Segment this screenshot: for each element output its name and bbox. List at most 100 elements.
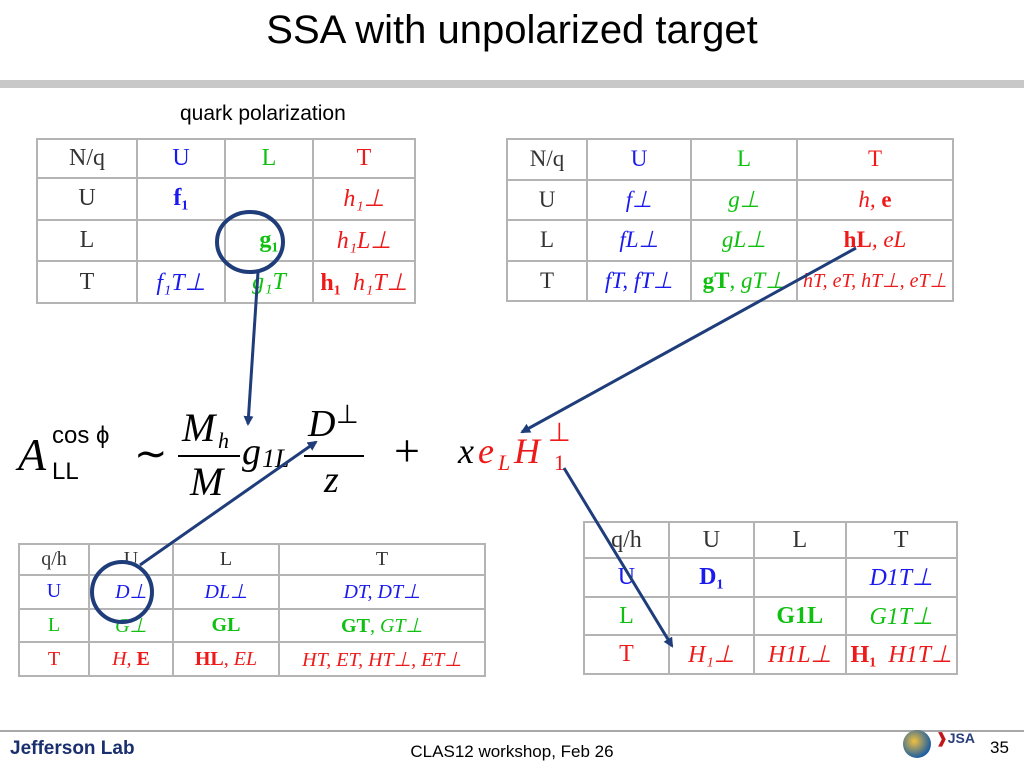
GT-bold: GT bbox=[341, 615, 370, 638]
table-pdf-twist2: N/q U L T U f₁ h₁⊥ L g₁ h₁L⊥ T f₁T⊥ g₁T … bbox=[36, 138, 416, 304]
formula-H: H bbox=[514, 431, 540, 471]
formula-LL: LL bbox=[52, 458, 79, 485]
row-label: L bbox=[36, 218, 138, 263]
header-cell: U bbox=[586, 138, 692, 181]
table-ff-twist3: q/h U L T U D⊥ DL⊥ DT, DT⊥ L G⊥ GL GT, G… bbox=[18, 542, 486, 677]
header-cell: T bbox=[844, 520, 959, 560]
table-cell: h₁⊥ bbox=[312, 176, 416, 221]
header-cell: L bbox=[690, 138, 798, 181]
table-pdf-twist3: N/q U L T U f⊥ g⊥ h, e L fL⊥ gL⊥ hL, eL … bbox=[506, 138, 954, 302]
table-cell: g⊥ bbox=[690, 178, 798, 221]
row-label: T bbox=[36, 260, 138, 304]
formula-x: x bbox=[458, 431, 474, 471]
table-row: T H₁⊥ H1L⊥ H₁ H1T⊥ bbox=[583, 634, 959, 675]
table-row: T H, E HL, EL HT, ET, HT⊥, ET⊥ bbox=[18, 641, 486, 677]
formula-g: g bbox=[242, 431, 261, 473]
jsa-logo: ❱JSA bbox=[936, 730, 975, 746]
header-cell: L bbox=[172, 542, 280, 577]
table-cell: D⊥ bbox=[88, 574, 174, 610]
row-label: L bbox=[506, 219, 588, 262]
header-cell: T bbox=[278, 542, 486, 577]
table-header-row: N/q U L T bbox=[506, 138, 954, 181]
table-cell: GL bbox=[172, 607, 280, 644]
table-cell: H1L⊥ bbox=[753, 634, 847, 675]
table-cell: G1L bbox=[753, 595, 847, 637]
header-cell: U bbox=[88, 542, 174, 577]
table-cell bbox=[224, 176, 314, 221]
table-cell bbox=[753, 557, 847, 598]
e-bold: e bbox=[881, 186, 892, 212]
H1T-perp: H1T⊥ bbox=[888, 642, 952, 669]
table-cell: f₁ bbox=[136, 176, 226, 221]
table-cell bbox=[667, 595, 756, 637]
table-cell: fT, fT⊥ bbox=[586, 259, 692, 302]
table-cell: g₁ bbox=[224, 218, 314, 263]
table-cell: gL⊥ bbox=[690, 219, 798, 262]
hL-bold: hL bbox=[843, 227, 872, 253]
table-cell: D₁ bbox=[667, 557, 756, 598]
table-cell: DL⊥ bbox=[172, 574, 280, 610]
table-cell: gT, gT⊥ bbox=[690, 259, 798, 302]
table-row: U D₁ D1T⊥ bbox=[583, 557, 959, 598]
H-italic: H, bbox=[112, 647, 137, 670]
formula-H-sub: 1 bbox=[554, 450, 565, 475]
header-cell: T bbox=[796, 138, 954, 181]
table-row: U f₁ h₁⊥ bbox=[36, 176, 416, 221]
table-row: L G⊥ GL GT, GT⊥ bbox=[18, 607, 486, 644]
table-cell: H, E bbox=[88, 641, 174, 677]
table-cell: hT, eT, hT⊥, eT⊥ bbox=[796, 259, 954, 302]
eL-italic: , eL bbox=[871, 227, 907, 253]
formula-cos-phi: cos ϕ bbox=[52, 422, 110, 449]
formula-M: M bbox=[190, 459, 224, 504]
fraction-bar-2 bbox=[304, 455, 364, 457]
formula-H-perp: ⊥ bbox=[548, 418, 571, 447]
row-label: U bbox=[18, 574, 90, 610]
table-cell: DT, DT⊥ bbox=[278, 574, 486, 610]
table-cell bbox=[136, 218, 226, 263]
row-label: T bbox=[506, 259, 588, 302]
table-cell: hL, eL bbox=[796, 219, 954, 262]
fraction-bar-1 bbox=[178, 455, 240, 457]
table-header-row: N/q U L T bbox=[36, 138, 416, 179]
formula-A: A bbox=[18, 429, 47, 480]
table-cell: GT, GT⊥ bbox=[278, 607, 486, 644]
footer-divider bbox=[0, 730, 1024, 732]
table-cell: h, e bbox=[796, 178, 954, 221]
table-row: U D⊥ DL⊥ DT, DT⊥ bbox=[18, 574, 486, 610]
slide-title: SSA with unpolarized target bbox=[266, 8, 758, 52]
header-cell: T bbox=[312, 138, 416, 179]
table-ff-twist2: q/h U L T U D₁ D1T⊥ L G1L G1T⊥ T H₁⊥ H1L… bbox=[583, 520, 959, 675]
formula-Mh: M bbox=[182, 405, 216, 450]
table-cell: h₁L⊥ bbox=[312, 218, 416, 263]
doe-seal-icon bbox=[903, 730, 931, 758]
row-label: T bbox=[583, 634, 670, 675]
header-cell: U bbox=[667, 520, 756, 560]
table-cell: fL⊥ bbox=[586, 219, 692, 262]
header-cell: U bbox=[136, 138, 226, 179]
table-header-row: q/h U L T bbox=[583, 520, 959, 560]
formula-Mh-sub: h bbox=[218, 428, 229, 453]
header-cell: N/q bbox=[506, 138, 588, 181]
row-label: U bbox=[506, 178, 588, 221]
h-italic: h, bbox=[858, 186, 882, 212]
row-label: U bbox=[583, 557, 670, 598]
asymmetry-formula: A cos ϕ LL ∼ M h M g 1L D ⊥ z + x e L H … bbox=[18, 400, 618, 510]
table-cell: f⊥ bbox=[586, 178, 692, 221]
table-row: T f₁T⊥ g₁T h₁ h₁T⊥ bbox=[36, 260, 416, 304]
table-header-row: q/h U L T bbox=[18, 542, 486, 577]
H1-bold: H₁ bbox=[850, 642, 877, 669]
jsa-logo-text: JSA bbox=[947, 730, 975, 746]
table-row: T fT, fT⊥ gT, gT⊥ hT, eT, hT⊥, eT⊥ bbox=[506, 259, 954, 302]
table-cell: D1T⊥ bbox=[844, 557, 959, 598]
table-cell: HT, ET, HT⊥, ET⊥ bbox=[278, 641, 486, 677]
row-label: U bbox=[36, 176, 138, 221]
gT-perp: , gT⊥ bbox=[729, 267, 786, 293]
table-cell: H₁⊥ bbox=[667, 634, 756, 675]
table-row: L fL⊥ gL⊥ hL, eL bbox=[506, 219, 954, 262]
table-cell: G⊥ bbox=[88, 607, 174, 644]
formula-e-sub: L bbox=[498, 450, 511, 475]
formula-e: e bbox=[478, 431, 494, 471]
h1-bold: h₁ bbox=[320, 269, 341, 296]
E-bold: E bbox=[136, 647, 150, 670]
row-label: T bbox=[18, 641, 90, 677]
